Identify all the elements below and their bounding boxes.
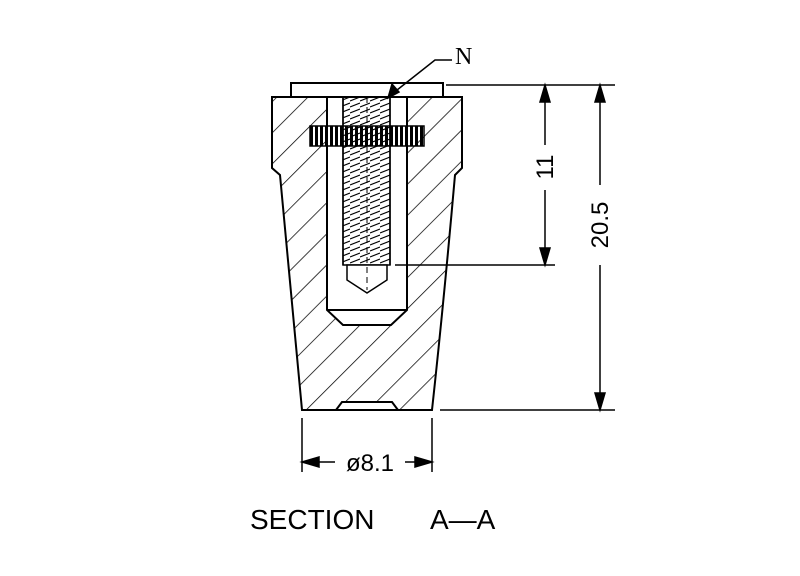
dim-total-height-label: 20.5	[587, 202, 614, 249]
cap	[290, 82, 444, 98]
dim-thread-depth-label: 11	[532, 155, 559, 180]
knurled-ring	[309, 125, 425, 147]
screw	[342, 96, 391, 294]
section-id: A—A	[430, 504, 496, 535]
dim-diameter-label: ø8.1	[346, 450, 394, 477]
section-title: SECTION	[250, 504, 374, 535]
callout-n-label: N	[455, 44, 472, 70]
